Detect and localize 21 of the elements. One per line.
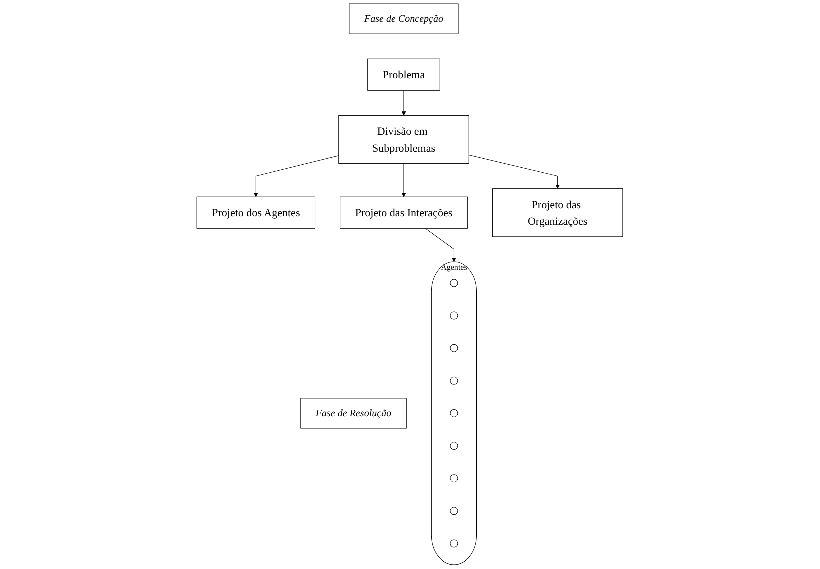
node-box: Fase de Concepção (349, 4, 459, 34)
node-box: Projeto das Interações (340, 196, 468, 229)
node-circle (450, 442, 458, 450)
arrow (402, 90, 406, 116)
node-circle (450, 474, 458, 483)
node-box: Problema (368, 58, 440, 91)
node-circle (450, 507, 458, 516)
arrow (402, 164, 406, 198)
arrow (468, 154, 560, 190)
node-box: Projeto das Organizações (492, 188, 624, 238)
node-circle (450, 312, 458, 320)
arrow (254, 156, 340, 198)
node-box: Projeto dos Agentes (196, 196, 316, 229)
node-box: Fase de Resolução (300, 398, 407, 429)
node-circle (450, 409, 458, 418)
node-circle (450, 376, 458, 385)
node-box: Divisão em Subproblemas (338, 115, 470, 164)
arrow (425, 228, 456, 262)
node-circle (450, 540, 458, 548)
node-circle (450, 279, 458, 288)
node-circle (450, 344, 458, 352)
